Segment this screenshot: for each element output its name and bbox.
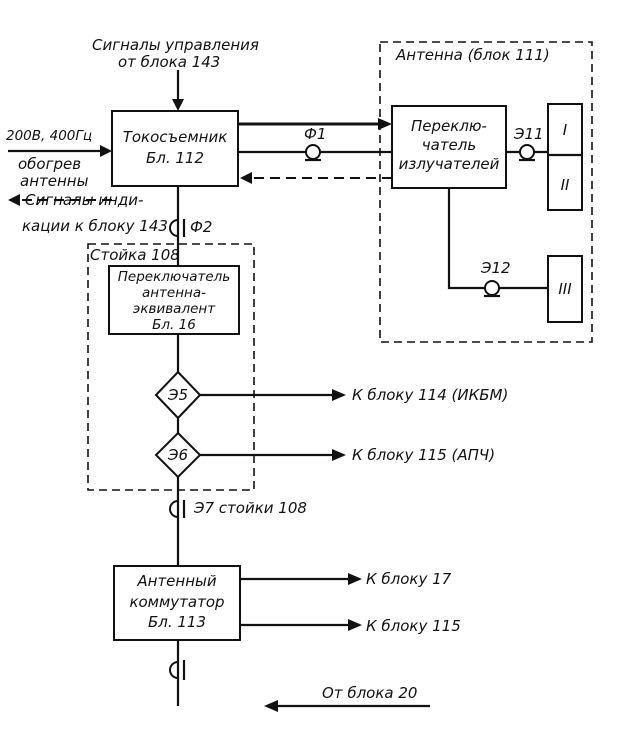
emitters-1-2-box (547, 103, 583, 211)
slip-ring-label: Токосъемник (123, 128, 228, 146)
power-input-label-line2: обогрев (18, 155, 81, 173)
output-to-115-apch-label: К блоку 115 (АПЧ) (352, 446, 495, 464)
indication-signals-label-line1: Сигналы инди- (25, 191, 143, 209)
from-block-20-label: От блока 20 (322, 684, 417, 702)
connector-f1-icon (305, 144, 321, 160)
antenna-switch-label-line3: эквивалент (133, 301, 216, 317)
power-input-label-line1: 200В, 400Гц (6, 128, 92, 144)
connector-f1-label: Ф1 (304, 125, 326, 143)
rack-group-border (87, 243, 255, 491)
connector-bottom-icon (169, 661, 179, 679)
rack-connector-label: Э7 стойки 108 (193, 499, 307, 517)
connector-e7-icon (169, 500, 179, 518)
output-to-115-arrowhead (348, 619, 362, 631)
slip-ring-to-switch-arrowhead (378, 118, 392, 130)
antenna-switch-label-line4: Бл. 16 (152, 317, 196, 333)
control-signals-label-line1: Сигналы управления (92, 36, 259, 54)
output-to-114-label: К блоку 114 (ИКБМ) (352, 386, 508, 404)
connector-e12-icon (484, 280, 500, 296)
control-signals-arrowhead (172, 99, 184, 111)
slip-ring-box (111, 110, 239, 187)
emitter-3-box (547, 255, 583, 323)
antenna-group-title: Антенна (блок 111) (395, 46, 550, 64)
emitter-switch-label-line3: излучателей (399, 155, 500, 173)
from-block-20-arrowhead (264, 700, 278, 712)
antenna-group-border (379, 41, 593, 343)
emitter-switch-label-line1: Переклю- (411, 117, 487, 135)
connector-e11-label: Э11 (513, 125, 544, 143)
connector-f2-label: Ф2 (190, 218, 212, 236)
output-to-115-label: К блоку 115 (366, 617, 461, 635)
antenna-switch-label-line1: Переключатель (118, 269, 230, 285)
diamond-e6-label: Э6 (167, 446, 188, 464)
commutator-label-line1: Антенный (136, 572, 216, 590)
output-to-114-arrowhead (332, 389, 346, 401)
control-signals-label-line2: от блока 143 (118, 53, 220, 71)
switch-to-slip-ring-arrowhead (240, 172, 252, 184)
antenna-switch-label-line2: антенна- (142, 285, 206, 301)
commutator-label-line2: коммутатор (129, 593, 224, 611)
emitter-switch-label-line2: чатель (422, 136, 476, 154)
power-input-arrowhead (100, 145, 112, 157)
switch-to-emitter-3-line (447, 188, 548, 290)
output-to-17-arrowhead (348, 573, 362, 585)
power-input-label-line3: антенны (20, 172, 89, 190)
output-to-115-apch-arrowhead (332, 449, 346, 461)
emitter-2-label: II (561, 176, 570, 194)
connector-f2-icon (169, 219, 179, 237)
commutator-label-line3: Бл. 113 (148, 613, 206, 631)
indication-signals-arrowhead (8, 194, 20, 206)
connector-e12-label: Э12 (480, 259, 511, 277)
indication-signals-label-line2: кации к блоку 143 (22, 217, 168, 235)
emitter-1-label: I (563, 121, 568, 139)
output-to-17-label: К блоку 17 (366, 570, 452, 588)
rack-group-title: Стойка 108 (90, 246, 180, 264)
diamond-e5-label: Э5 (167, 386, 188, 404)
emitter-3-label: III (558, 280, 572, 298)
connector-e11-icon (519, 144, 535, 160)
antenna-switch-box (108, 265, 240, 335)
slip-ring-block: Бл. 112 (146, 149, 204, 167)
